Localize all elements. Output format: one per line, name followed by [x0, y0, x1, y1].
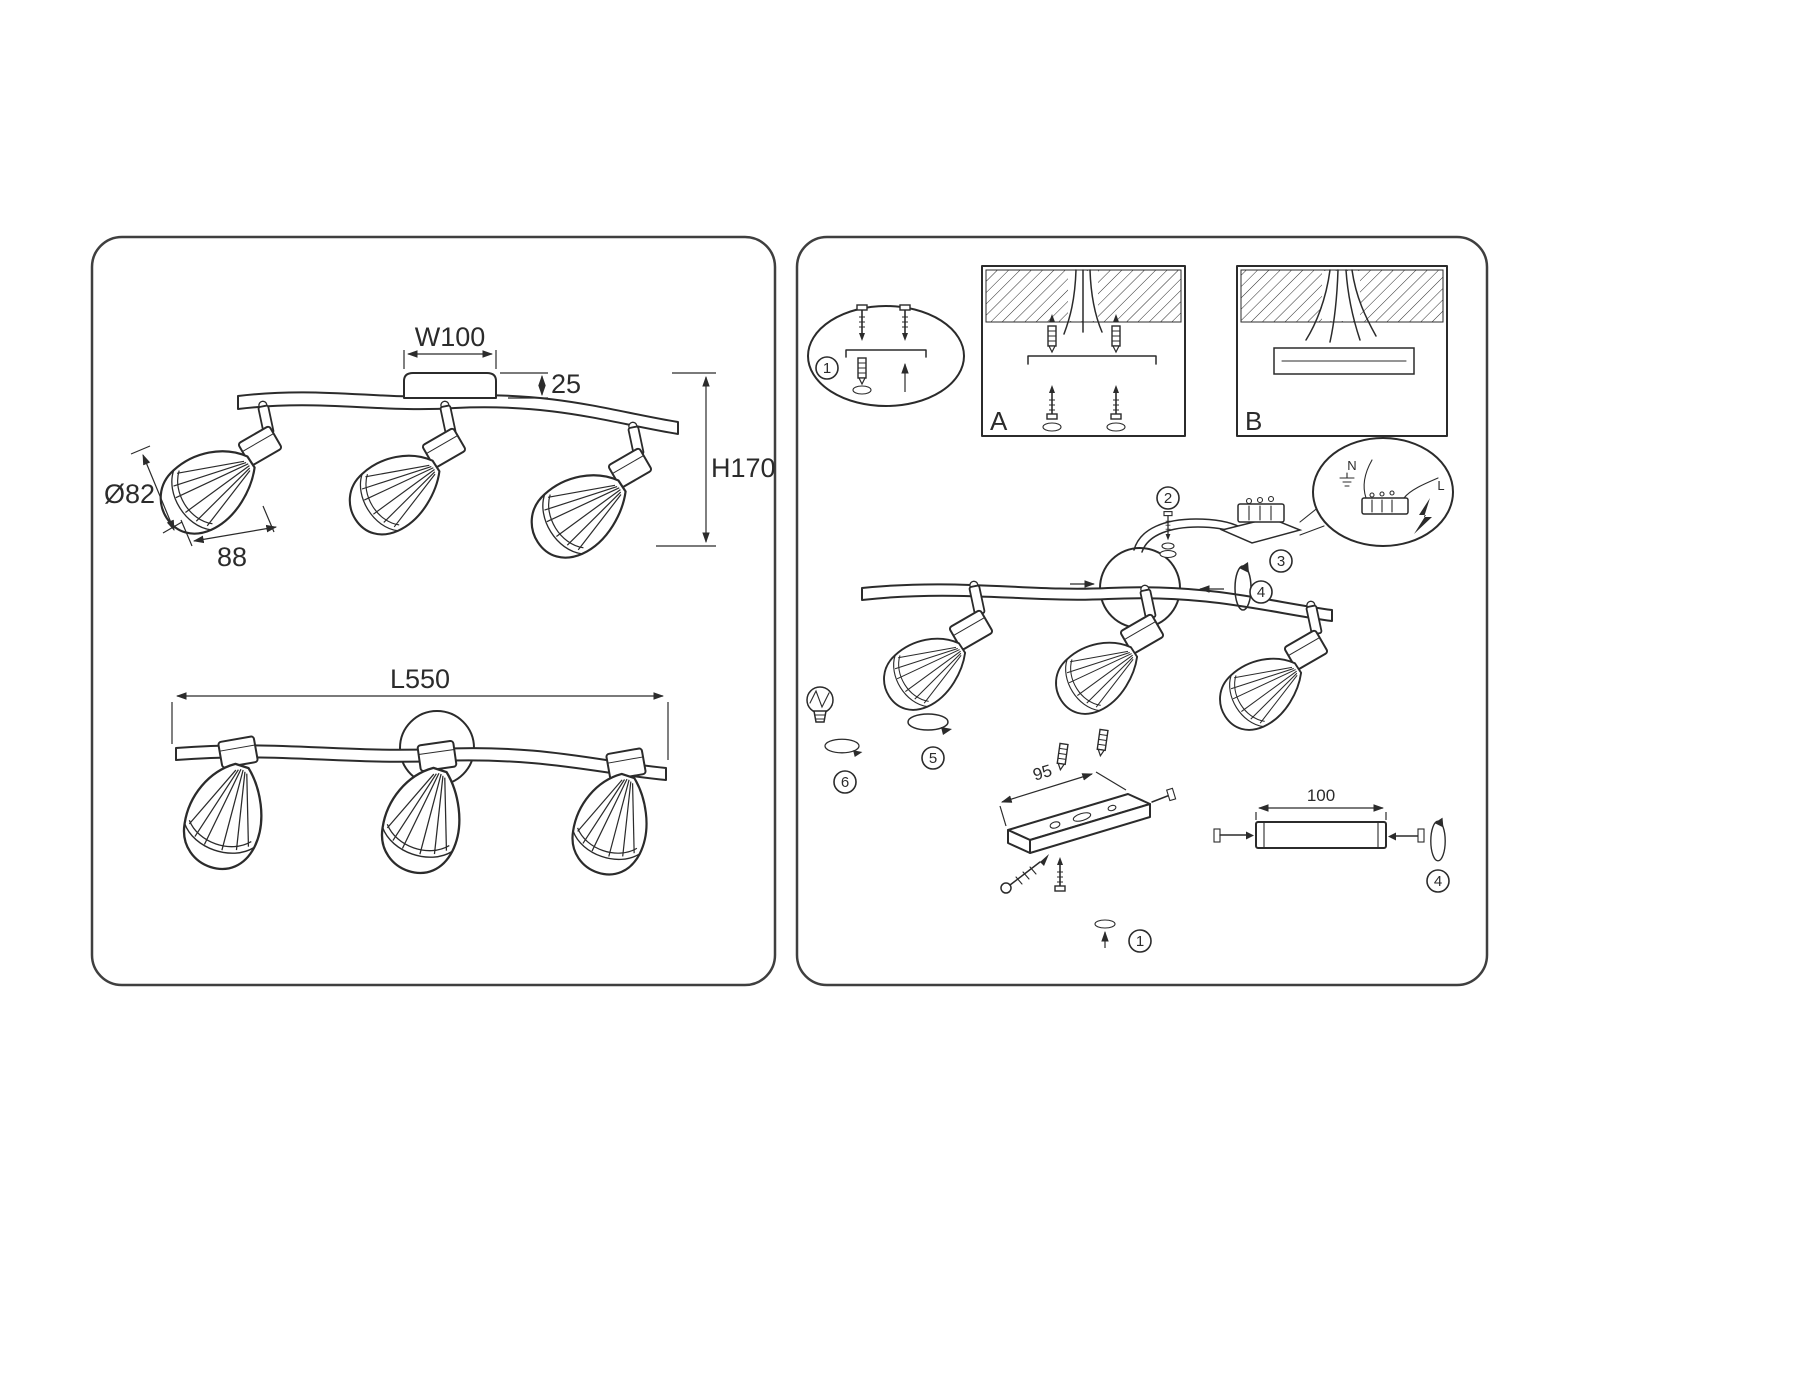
svg-text:4: 4 [1434, 873, 1442, 890]
step-6-badge: 6 [833, 770, 857, 794]
bracket-assembly: 95 1 [999, 728, 1177, 953]
washer-icon [1106, 422, 1126, 432]
svg-text:2: 2 [1164, 490, 1172, 507]
svg-text:1: 1 [823, 360, 831, 377]
mounting-option-a: A [981, 265, 1186, 437]
dimension-length: L550 [171, 664, 669, 760]
step-1-detail: 1 [807, 304, 965, 407]
step-2-group: 2 [1156, 486, 1180, 559]
shade-diameter-label: Ø82 [104, 479, 155, 509]
mount-bar [237, 391, 679, 435]
dimension-width: W100 [403, 322, 497, 369]
option-a-label: A [990, 406, 1008, 436]
ground-symbol-icon [1339, 472, 1355, 487]
lamp-holder-icon [416, 739, 458, 773]
live-wire-label: L [1437, 478, 1444, 493]
dimension-shade-diameter: Ø82 [104, 445, 183, 534]
left-panel: W100 25 H170 Ø82 [90, 235, 777, 987]
svg-text:6: 6 [841, 774, 849, 791]
fixture-bottom-view: L550 [171, 664, 669, 885]
step-1-badge-bracket: 1 [1128, 929, 1152, 953]
option-b-label: B [1245, 406, 1262, 436]
ceiling-wires [1305, 269, 1377, 343]
length-dimension-label: L550 [390, 664, 450, 694]
washer-icon [1159, 549, 1177, 559]
screw-icon [1151, 787, 1177, 803]
screw-icon [1000, 854, 1049, 894]
terminal-block [1219, 495, 1303, 544]
dimension-bracket: 95 [999, 761, 1127, 827]
dimension-height: H170 [656, 372, 776, 547]
washer-icon [1161, 542, 1175, 550]
svg-text:1: 1 [1136, 933, 1144, 950]
neutral-wire-label: N [1347, 458, 1356, 473]
screw-icon [1213, 828, 1254, 843]
screw-icon [1388, 828, 1425, 843]
step-4-badge-rod: 4 [1426, 869, 1450, 893]
canopy-depth-label: 25 [551, 369, 581, 399]
mount-bar-bottom [175, 744, 667, 781]
dimension-canopy-depth: 25 [500, 369, 581, 399]
shade-width-label: 88 [217, 542, 247, 572]
bracket-dimension-label: 95 [1031, 761, 1055, 785]
bulb-icon [806, 686, 834, 723]
height-dimension-label: H170 [711, 453, 776, 483]
step-4-badge: 4 [1249, 580, 1273, 604]
rod-dimension-label: 100 [1307, 786, 1335, 805]
step-3-badge: 3 [1269, 549, 1293, 573]
mounting-bracket [1007, 793, 1151, 854]
svg-text:4: 4 [1257, 584, 1265, 601]
lamp-holder-icon [217, 735, 259, 769]
washer-icon [1094, 919, 1116, 929]
svg-text:3: 3 [1277, 553, 1285, 570]
ceiling-canopy [403, 372, 497, 399]
step-2-badge: 2 [1156, 486, 1180, 510]
ceiling-wires [1063, 269, 1103, 335]
fixture-side-view: W100 25 H170 Ø82 [104, 322, 776, 573]
dimension-rod: 100 [1255, 786, 1387, 820]
wiring-detail: N L [1312, 437, 1454, 547]
washer-icon [1042, 422, 1062, 432]
mounting-option-b: B [1236, 265, 1448, 437]
svg-text:5: 5 [929, 750, 937, 767]
install-fixture: 2 [806, 437, 1454, 794]
right-panel: 1 A [795, 235, 1489, 987]
width-dimension-label: W100 [415, 322, 486, 352]
step-1-badge: 1 [815, 356, 839, 380]
washer-icon [852, 385, 872, 395]
dimension-shade-width: 88 [180, 505, 278, 572]
step-5-badge: 5 [921, 746, 945, 770]
connector-rod: 100 4 [1213, 786, 1450, 893]
